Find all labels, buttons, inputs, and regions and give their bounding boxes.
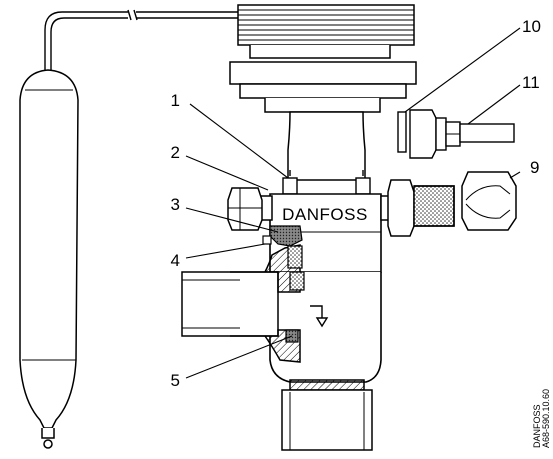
callout-11: 11: [522, 73, 540, 92]
reference-code-line-2: A68-590.10.60: [541, 389, 551, 448]
sensing-bulb: [19, 69, 79, 449]
flare-nut: [461, 171, 517, 231]
reference-code: DANFOSS A68-590.10.60: [532, 389, 551, 448]
callout-3: 3: [171, 195, 180, 214]
callout-2: 2: [171, 143, 180, 162]
valve-neck: [287, 111, 366, 181]
callout-labels: 1 2 3 4 5 9 10 11: [171, 17, 541, 390]
leader-10: [404, 27, 521, 113]
leader-1: [189, 103, 289, 179]
leader-11: [467, 84, 521, 125]
power-head: [229, 4, 417, 113]
inlet-fitting: [227, 187, 273, 231]
leader-3: [185, 207, 279, 233]
callout-4: 4: [171, 251, 180, 270]
callout-9: 9: [530, 158, 539, 177]
callout-10: 10: [522, 17, 541, 36]
leader-4: [185, 243, 266, 259]
flow-direction-arrow: [310, 305, 329, 328]
callout-5: 5: [171, 371, 180, 390]
capillary-tube: [44, 9, 245, 72]
outlet-pipe: [281, 379, 373, 451]
leader-5: [185, 335, 293, 379]
leader-2: [185, 155, 269, 191]
leader-9: [509, 171, 521, 179]
callout-1: 1: [171, 91, 180, 110]
brand-label: DANFOSS: [282, 205, 368, 224]
callout-leaders: [185, 27, 521, 379]
orifice-assembly: [397, 109, 515, 159]
flare-fitting: [380, 179, 455, 237]
inlet-pipe: [181, 244, 301, 363]
reference-code-line-1: DANFOSS: [532, 404, 542, 448]
